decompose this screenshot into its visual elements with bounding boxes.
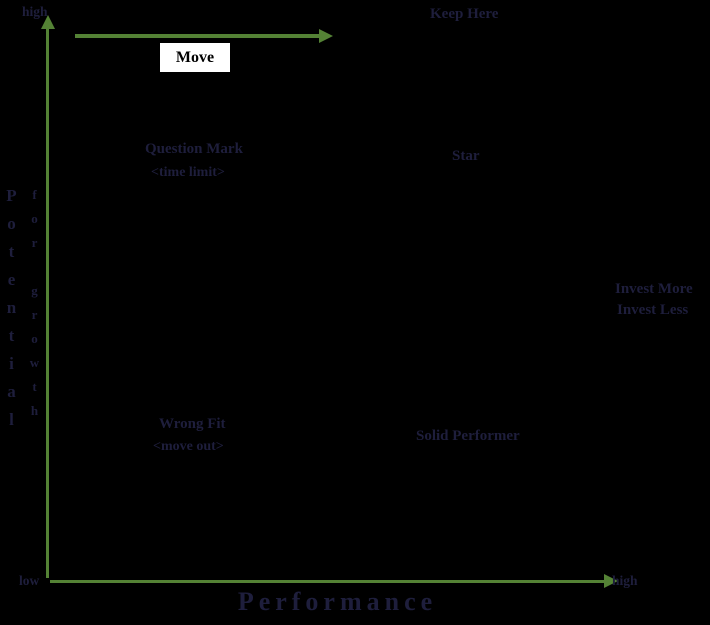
y-axis-line xyxy=(46,26,49,578)
move-callout-label: Move xyxy=(175,48,215,66)
solid-performer-label: Solid Performer xyxy=(416,428,520,444)
y-axis-low-label: low xyxy=(19,573,40,588)
move-arrow-head-icon xyxy=(319,29,333,43)
x-axis-arrowhead-icon xyxy=(604,574,618,588)
y-axis-title-for-growth: for growth xyxy=(27,187,42,427)
invest-less-label: Invest Less xyxy=(617,302,689,318)
question-mark-title: Question Mark xyxy=(145,141,243,157)
y-axis-high-label: high xyxy=(22,4,48,19)
keep-here-label: Keep Here xyxy=(430,6,499,22)
x-axis-line xyxy=(50,580,606,583)
y-axis-arrowhead-icon xyxy=(41,15,55,29)
move-callout: Move xyxy=(160,43,230,72)
wrong-fit-title: Wrong Fit xyxy=(159,416,226,432)
invest-more-label: Invest More xyxy=(615,281,693,297)
move-arrow-line xyxy=(75,34,321,38)
x-axis-high-label: high xyxy=(612,573,638,588)
question-mark-subtitle: <time limit> xyxy=(151,165,225,180)
star-label: Star xyxy=(452,148,480,164)
y-axis-title-potential: Potential xyxy=(2,186,21,438)
x-axis-title: Performance xyxy=(237,587,438,616)
wrong-fit-subtitle: <move out> xyxy=(153,439,224,454)
